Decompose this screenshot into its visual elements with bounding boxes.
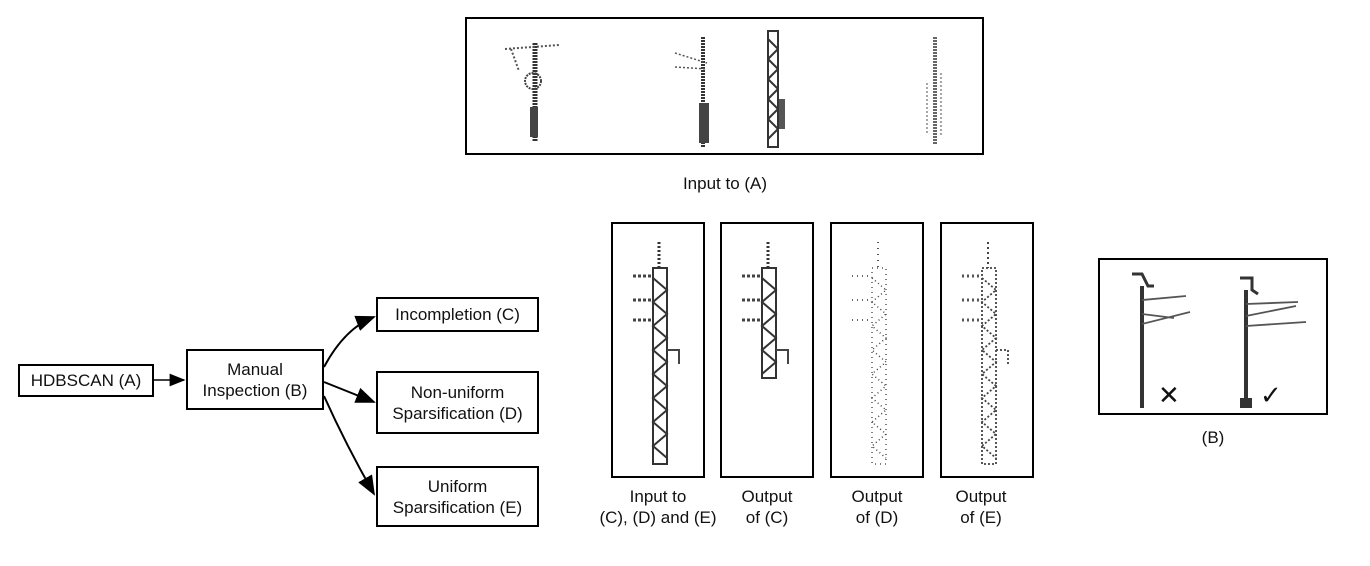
uniform-node: Uniform Sparsification (E) [376,466,539,527]
input-to-cde-caption-2: (C), (D) and (E) [599,508,717,527]
catenary-pole-scan-4 [926,37,942,145]
output-d-caption: Output of (D) [830,486,924,528]
tower-full-scan [633,242,680,465]
non-uniform-label-1: Non-uniform [410,382,505,402]
output-d-caption-1: Output [851,487,903,506]
accepted-pole-scan [1240,276,1307,408]
hdbscan-label: HDBSCAN (A) [30,371,142,390]
hdbscan-node: HDBSCAN (A) [18,364,154,397]
manual-inspection-label-1: Manual [227,359,283,379]
tower-nonuniform-scan [852,242,888,465]
input-to-a-caption: Input to (A) [682,174,768,193]
output-c-caption-2: of (C) [745,508,789,527]
manual-inspection-label-2: Inspection (B) [202,380,308,400]
output-c-panel [720,222,814,478]
output-d-panel [830,222,924,478]
output-c-caption-1: Output [741,487,793,506]
manual-inspection-panel: ✕ ✓ [1098,258,1328,415]
accept-mark-icon: ✓ [1260,380,1282,410]
non-uniform-node: Non-uniform Sparsification (D) [376,371,539,434]
output-e-caption-1: Output [955,487,1007,506]
tower-uniform-scan [962,242,1009,465]
manual-inspection-node: Manual Inspection (B) [186,349,324,410]
uniform-label-1: Uniform [427,476,488,496]
output-e-caption-2: of (E) [960,508,1002,527]
input-to-cde-panel [611,222,705,478]
output-e-panel [940,222,1034,478]
non-uniform-label-2: Sparsification (D) [392,403,523,423]
incompletion-node: Incompletion (C) [376,297,539,332]
catenary-pole-scan-2 [674,37,709,147]
input-to-cde-caption-1: Input to [629,487,687,506]
output-c-caption: Output of (C) [720,486,814,528]
uniform-label-2: Sparsification (E) [392,497,523,517]
catenary-pole-scan-3 [767,30,785,148]
arrow-b-to-d [323,381,376,403]
arrow-b-to-e [323,395,375,496]
output-d-caption-2: of (D) [855,508,899,527]
inspection-caption: (B) [1201,428,1225,447]
input-to-a-panel [465,17,984,155]
arrow-b-to-c [323,315,376,368]
rejected-pole-scan [1132,272,1191,408]
incompletion-label: Incompletion (C) [395,305,520,324]
output-e-caption: Output of (E) [934,486,1028,528]
input-to-cde-caption: Input to (C), (D) and (E) [578,486,738,528]
reject-mark-icon: ✕ [1158,380,1180,410]
tower-incomplete-scan [742,242,789,379]
catenary-pole-scan-1 [504,43,560,141]
